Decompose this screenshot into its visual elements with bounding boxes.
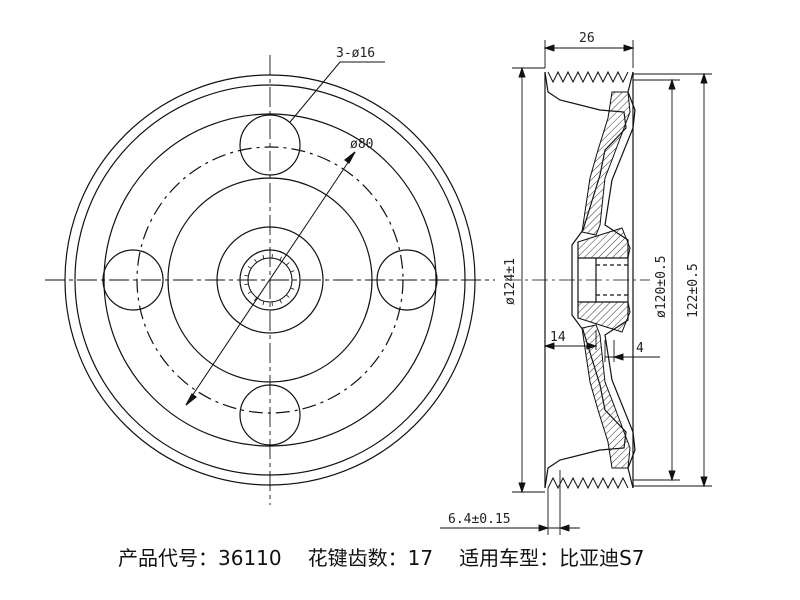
spline-tooth [247, 265, 252, 269]
ribs-top [547, 70, 629, 84]
spline-tooth [285, 294, 290, 298]
dim-offset-label: 6.4±0.15 [448, 512, 511, 527]
d124-arrow-bottom [518, 482, 526, 494]
spline-tooth [279, 256, 282, 261]
dim64-arrow-right [558, 524, 570, 532]
spline-tooth [279, 299, 282, 304]
d122-arrow-top [700, 72, 708, 84]
width-label: 26 [579, 31, 595, 46]
side-section-view [505, 70, 650, 490]
diameter-122-label: 122±0.5 [686, 263, 701, 318]
d120-arrow-bottom [668, 470, 676, 482]
d122-arrow-bottom [700, 476, 708, 488]
dim14-arrow-right [586, 342, 598, 350]
dim-14-label: 14 [550, 330, 566, 345]
spline-tooth [244, 283, 249, 286]
pcd-label: ø80 [350, 137, 373, 152]
spline-teeth: 花键齿数：17 [307, 545, 434, 570]
vehicle-model: 适用车型：比亚迪S7 [459, 545, 645, 570]
width-arrow-left [543, 44, 555, 52]
pcd-leader [185, 151, 356, 406]
pcd-arrow-bottom [185, 393, 197, 406]
pcd-arrow-top [344, 151, 356, 164]
web-section-top [581, 91, 631, 236]
dim-4-label: 4 [636, 341, 644, 356]
spline-tooth [244, 274, 249, 277]
spline-tooth [247, 291, 252, 295]
product-code: 产品代号：36110 [118, 545, 282, 570]
spline-tooth [254, 259, 258, 263]
diameter-120-label: ø120±0.5 [654, 255, 669, 318]
d124-arrow-top [518, 66, 526, 78]
front-view [45, 55, 495, 505]
web-section-bottom [581, 324, 631, 469]
diameter-124-label: ø124±1 [503, 258, 518, 305]
spline-tooth [290, 287, 295, 290]
spline-tooth [285, 262, 290, 266]
holes-leader [289, 61, 385, 123]
holes-label: 3-ø16 [336, 46, 375, 61]
dim64-arrow-left [538, 524, 550, 532]
spline-tooth [262, 301, 265, 306]
product-caption: 产品代号：36110 花键齿数：17 适用车型：比亚迪S7 [118, 540, 758, 572]
spline-tooth [262, 254, 265, 259]
ribs-bottom [547, 476, 629, 490]
spline-tooth [290, 270, 295, 273]
d120-arrow-top [668, 78, 676, 90]
dim4-arrow [612, 353, 624, 361]
width-arrow-right [623, 44, 635, 52]
side-dimensions [440, 40, 712, 535]
dim14-arrow-left [543, 342, 555, 350]
spline-tooth [254, 297, 258, 301]
